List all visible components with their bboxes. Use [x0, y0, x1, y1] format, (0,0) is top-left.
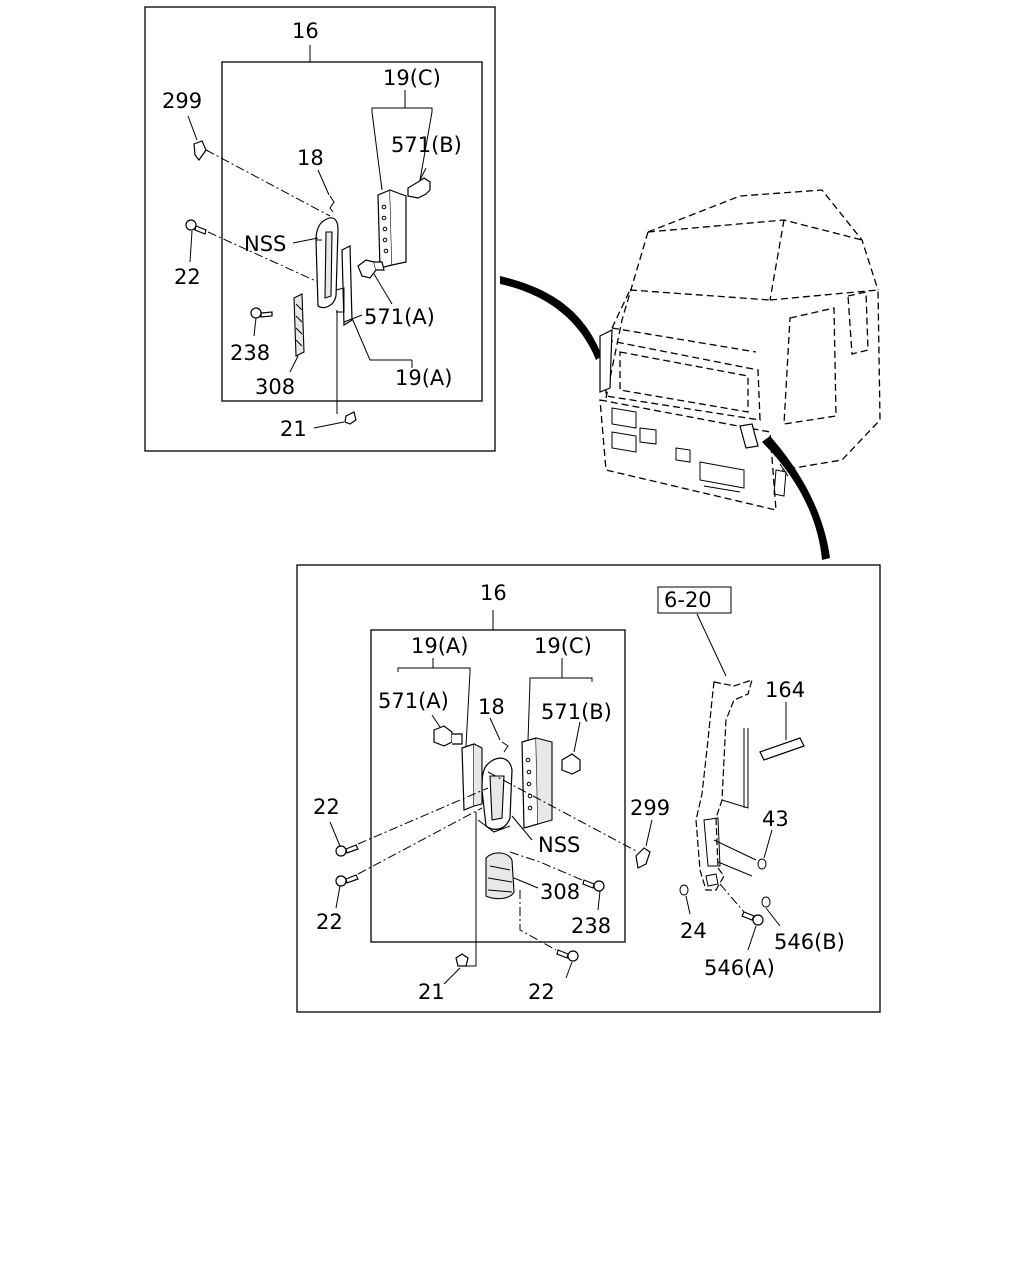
reference-box-6-20: [657, 586, 732, 614]
part-546b-ring: [761, 896, 781, 927]
callout-571a: 571(A): [364, 305, 435, 329]
bottom-assembly-box: [370, 629, 626, 943]
top-detail-panel: 16 299 18: [144, 6, 496, 452]
part-18-spring: [317, 169, 335, 213]
callout-16-bottom: 16: [480, 581, 507, 605]
part-571a-bulb: [357, 259, 393, 305]
part-164-rod: [759, 702, 805, 761]
part-571b-bulb: [407, 167, 431, 199]
callout-299: 299: [162, 89, 202, 113]
callout-571a-bottom: 571(A): [378, 689, 449, 713]
top-pointer-arc: [500, 276, 602, 360]
callout-22-bottom-b: 22: [316, 910, 343, 934]
callout-6-20: 6-20: [664, 588, 712, 612]
callout-21: 21: [280, 417, 307, 441]
bottom-pointer-arc: [762, 436, 830, 560]
callout-238: 238: [230, 341, 270, 365]
bottom-detail-panel: 16 19(A) 19(C): [296, 564, 881, 1013]
callout-19c-bottom: 19(C): [534, 634, 592, 658]
callout-22-bottom-a: 22: [313, 795, 340, 819]
part-6-20-pillar-panel: [657, 586, 757, 891]
part-22-screw-b: [335, 807, 483, 909]
part-43-ring: [757, 829, 773, 870]
part-308-reflector-bottom: [485, 852, 539, 900]
callout-308: 308: [255, 375, 295, 399]
callout-546a: 546(A): [704, 956, 775, 980]
part-19c-bracket-bottom: [521, 658, 593, 829]
part-21-clip: [313, 310, 357, 429]
part-22-screw-c: [519, 890, 579, 979]
callout-21-bottom: 21: [418, 980, 445, 1004]
part-308-reflector: [289, 293, 305, 373]
truck-cab-illustration: [500, 189, 881, 560]
part-19c-bracket: [371, 90, 433, 269]
callout-22-bottom-c: 22: [528, 980, 555, 1004]
callout-19a-bottom: 19(A): [411, 634, 468, 658]
top-assembly-box: [221, 61, 483, 402]
bottom-panel-frame: [296, 564, 881, 1013]
callout-22: 22: [174, 265, 201, 289]
part-299-clip-bottom: [635, 819, 653, 869]
part-24-ring: [679, 884, 691, 915]
part-22-screw: [185, 219, 319, 283]
callout-18-bottom: 18: [478, 695, 505, 719]
part-19a-plate: [335, 245, 413, 368]
callout-19a: 19(A): [395, 366, 452, 390]
part-nss-lens-bottom: [477, 757, 533, 841]
part-546a-screw: [719, 883, 764, 951]
callout-571b: 571(B): [391, 133, 462, 157]
part-nss-lens: [292, 217, 339, 309]
callout-164: 164: [765, 678, 805, 702]
part-571a-bulb-bottom: [431, 714, 463, 747]
part-19a-bracket-bottom: [397, 658, 483, 811]
part-238-screw: [250, 307, 273, 337]
callout-24: 24: [680, 919, 707, 943]
callout-18: 18: [297, 146, 324, 170]
callout-571b-bottom: 571(B): [541, 700, 612, 724]
part-299-clip: [187, 115, 331, 217]
callout-299-bottom: 299: [630, 796, 670, 820]
callout-16: 16: [292, 19, 319, 43]
callout-19c: 19(C): [383, 66, 441, 90]
callout-308-bottom: 308: [540, 880, 580, 904]
part-18-spring-bottom: [489, 717, 509, 753]
callout-43: 43: [762, 807, 789, 831]
part-21-clip-bottom: [443, 812, 477, 985]
part-22-screw-a: [329, 787, 489, 857]
part-571b-bulb-bottom: [561, 721, 581, 775]
callout-nss: NSS: [244, 232, 286, 256]
callout-nss-bottom: NSS: [538, 833, 580, 857]
callout-238-bottom: 238: [571, 914, 611, 938]
part-238-screw-bottom: [509, 851, 605, 911]
callout-546b: 546(B): [774, 930, 845, 954]
top-panel-frame: [144, 6, 496, 452]
